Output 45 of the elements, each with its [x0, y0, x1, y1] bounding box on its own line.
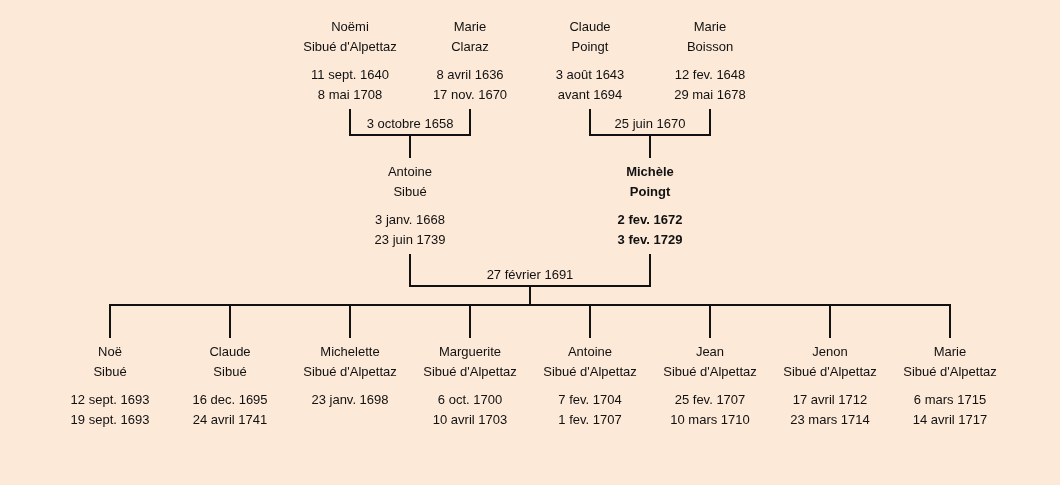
date-text: 23 janv. 1698	[311, 391, 389, 409]
descent-line	[409, 108, 471, 159]
date-text: 8 mai 1708	[317, 86, 383, 104]
person-name: Antoine Sibué d'Alpettaz	[543, 343, 637, 381]
date-text: 8 avril 1636	[436, 66, 504, 84]
descent-line	[529, 253, 951, 339]
person-name: Michelette Sibué d'Alpettaz	[303, 343, 397, 381]
date-text: 10 avril 1703	[432, 411, 508, 429]
date-text: 19 sept. 1693	[70, 411, 150, 429]
descent-line	[649, 108, 711, 159]
date-text: 12 fev. 1648	[674, 66, 746, 84]
date-text: 6 mars 1715	[913, 391, 987, 409]
person-name: Marie Sibué d'Alpettaz	[903, 343, 997, 381]
person-name: Marguerite Sibué d'Alpettaz	[423, 343, 517, 381]
date-text: 10 mars 1710	[670, 411, 750, 429]
date-text: 23 juin 1739	[374, 231, 446, 249]
person-name: Marie Boisson	[686, 18, 734, 56]
person-name: Marie Claraz	[451, 18, 489, 56]
date-text: 7 fev. 1704	[558, 391, 622, 409]
date-text: 2 fev. 1672	[617, 211, 683, 229]
date-text: 17 nov. 1670	[432, 86, 508, 104]
person-name: Jean Sibué d'Alpettaz	[663, 343, 757, 381]
date-text: 16 dec. 1695	[192, 391, 268, 409]
date-text: 3 fev. 1729	[617, 231, 683, 249]
date-text: avant 1694	[557, 86, 623, 104]
date-text: 23 mars 1714	[790, 411, 870, 429]
date-text: 3 août 1643	[555, 66, 625, 84]
date-text: 12 sept. 1693	[70, 391, 150, 409]
person-name: Noëmi Sibué d'Alpettaz	[303, 18, 397, 56]
date-text: 11 sept. 1640	[311, 66, 389, 84]
date-text: 29 mai 1678	[674, 86, 746, 104]
edge-label: 25 juin 1670	[612, 116, 688, 132]
person-name: Claude Poingt	[569, 18, 611, 56]
person-name: Claude Sibué	[209, 343, 251, 381]
date-text: 25 fev. 1707	[674, 391, 746, 409]
date-text: 3 janv. 1668	[375, 211, 445, 229]
person-name: Noë Sibué	[93, 343, 127, 381]
date-text: 24 avril 1741	[192, 411, 268, 429]
date-text: 14 avril 1717	[912, 411, 988, 429]
date-text: 17 avril 1712	[792, 391, 868, 409]
person-name: Michèle Poingt	[626, 163, 674, 201]
date-text: 6 oct. 1700	[437, 391, 503, 409]
date-text: 1 fev. 1707	[558, 411, 622, 429]
person-name: Antoine Sibué	[387, 163, 433, 201]
person-name: Jenon Sibué d'Alpettaz	[783, 343, 877, 381]
